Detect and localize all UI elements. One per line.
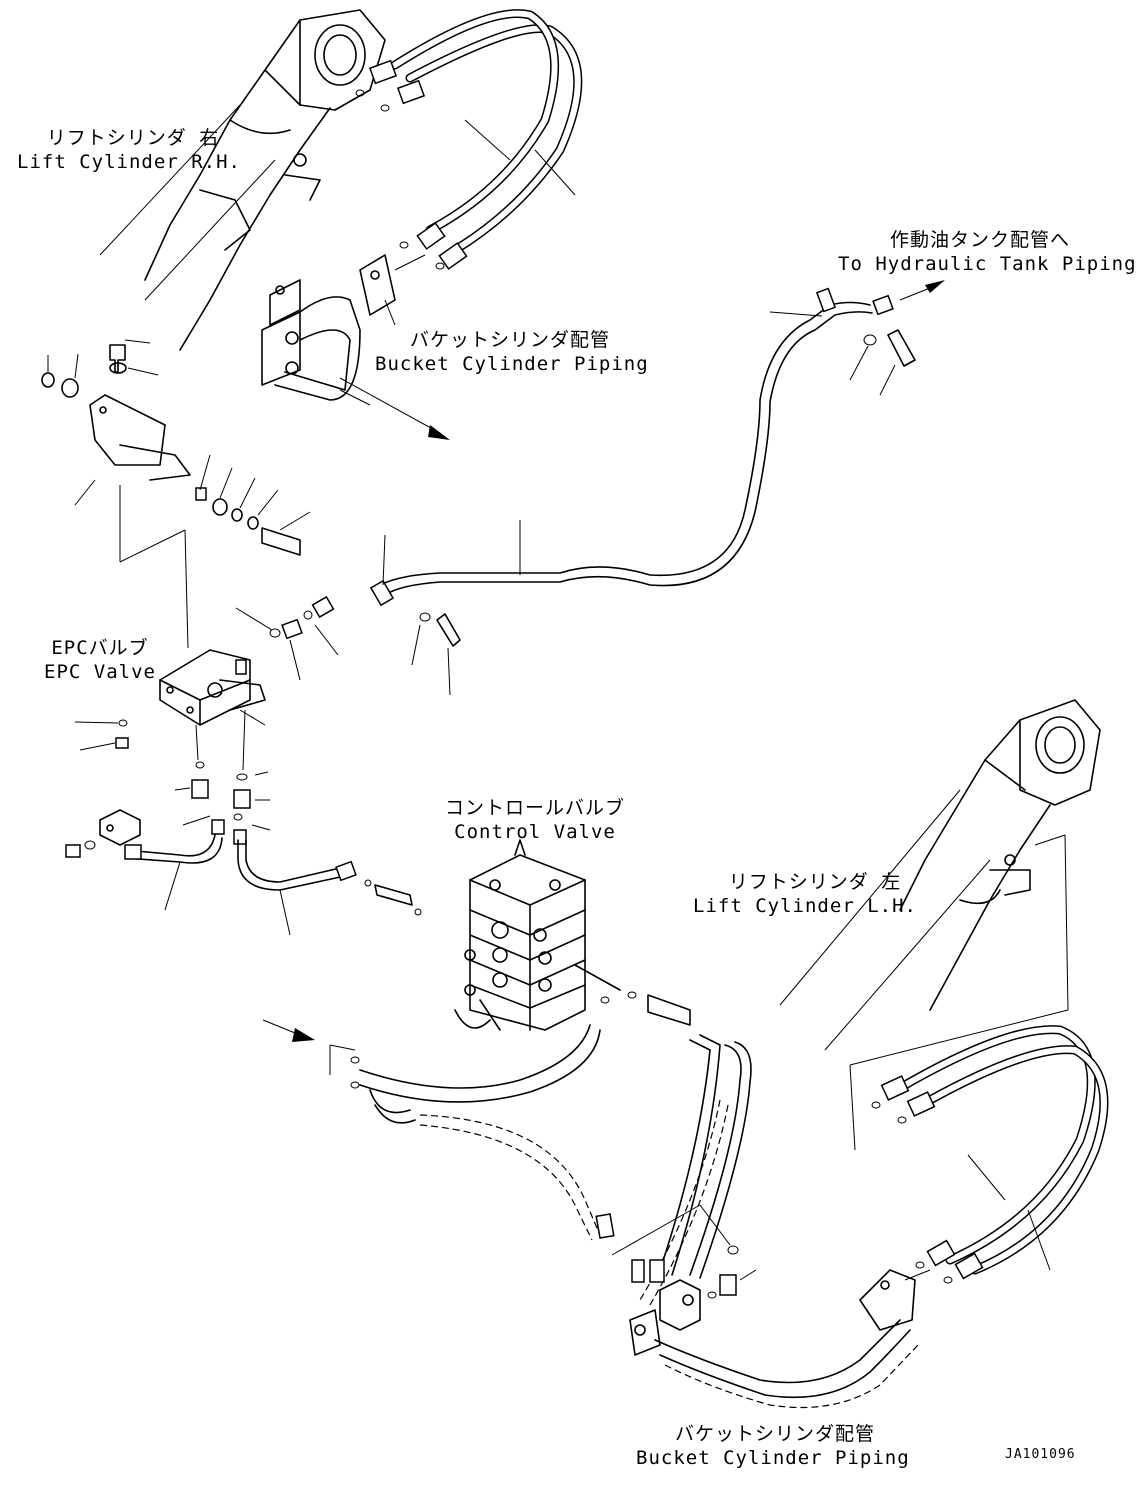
bucket-cylinder-piping-upper-bracket (261, 254, 450, 440)
bucket-cylinder-upper-label-en: Bucket Cylinder Piping (375, 353, 649, 375)
lift-cylinder-lh (779, 699, 1101, 1151)
bucket-cylinder-upper-label-jp: バケットシリンダ配管 (409, 329, 610, 351)
hydraulic-tank-label-jp: 作動油タンク配管へ (889, 229, 1070, 251)
control-valve-label-jp: コントロールバルブ (444, 797, 625, 819)
lift-cylinder-rh-hoses (355, 9, 583, 270)
control-valve (454, 839, 691, 1031)
lift-cylinder-lh-hoses (871, 1025, 1109, 1284)
drawing-code: JA101096 (1005, 1447, 1076, 1462)
lift-cylinder-lh-label-en: Lift Cylinder L.H. (693, 895, 917, 917)
hydraulic-tank-label-en: To Hydraulic Tank Piping (838, 253, 1137, 275)
tank-return-line (369, 280, 945, 607)
lower-hoses-and-pipes (262, 1019, 752, 1306)
bucket-cylinder-lower-label-en: Bucket Cylinder Piping (636, 1447, 910, 1469)
bucket-cylinder-lower-label-jp: バケットシリンダ配管 (674, 1423, 875, 1445)
bucket-cylinder-piping-lower (629, 1269, 919, 1409)
lift-cylinder-rh-label-en: Lift Cylinder R.H. (17, 151, 241, 173)
lift-cylinder-rh-label-jp: リフトシリンダ 右 (46, 127, 220, 149)
lift-cylinder-lh-label-jp: リフトシリンダ 左 (728, 871, 902, 893)
lift-cylinder-rh (99, 9, 386, 351)
epc-pilot-hoses (65, 809, 422, 936)
epc-valve-label-en: EPC Valve (44, 661, 156, 683)
epc-valve-assembly (41, 339, 461, 845)
epc-valve-label-jp: EPCバルブ (51, 637, 149, 659)
control-valve-label-en: Control Valve (454, 821, 616, 843)
